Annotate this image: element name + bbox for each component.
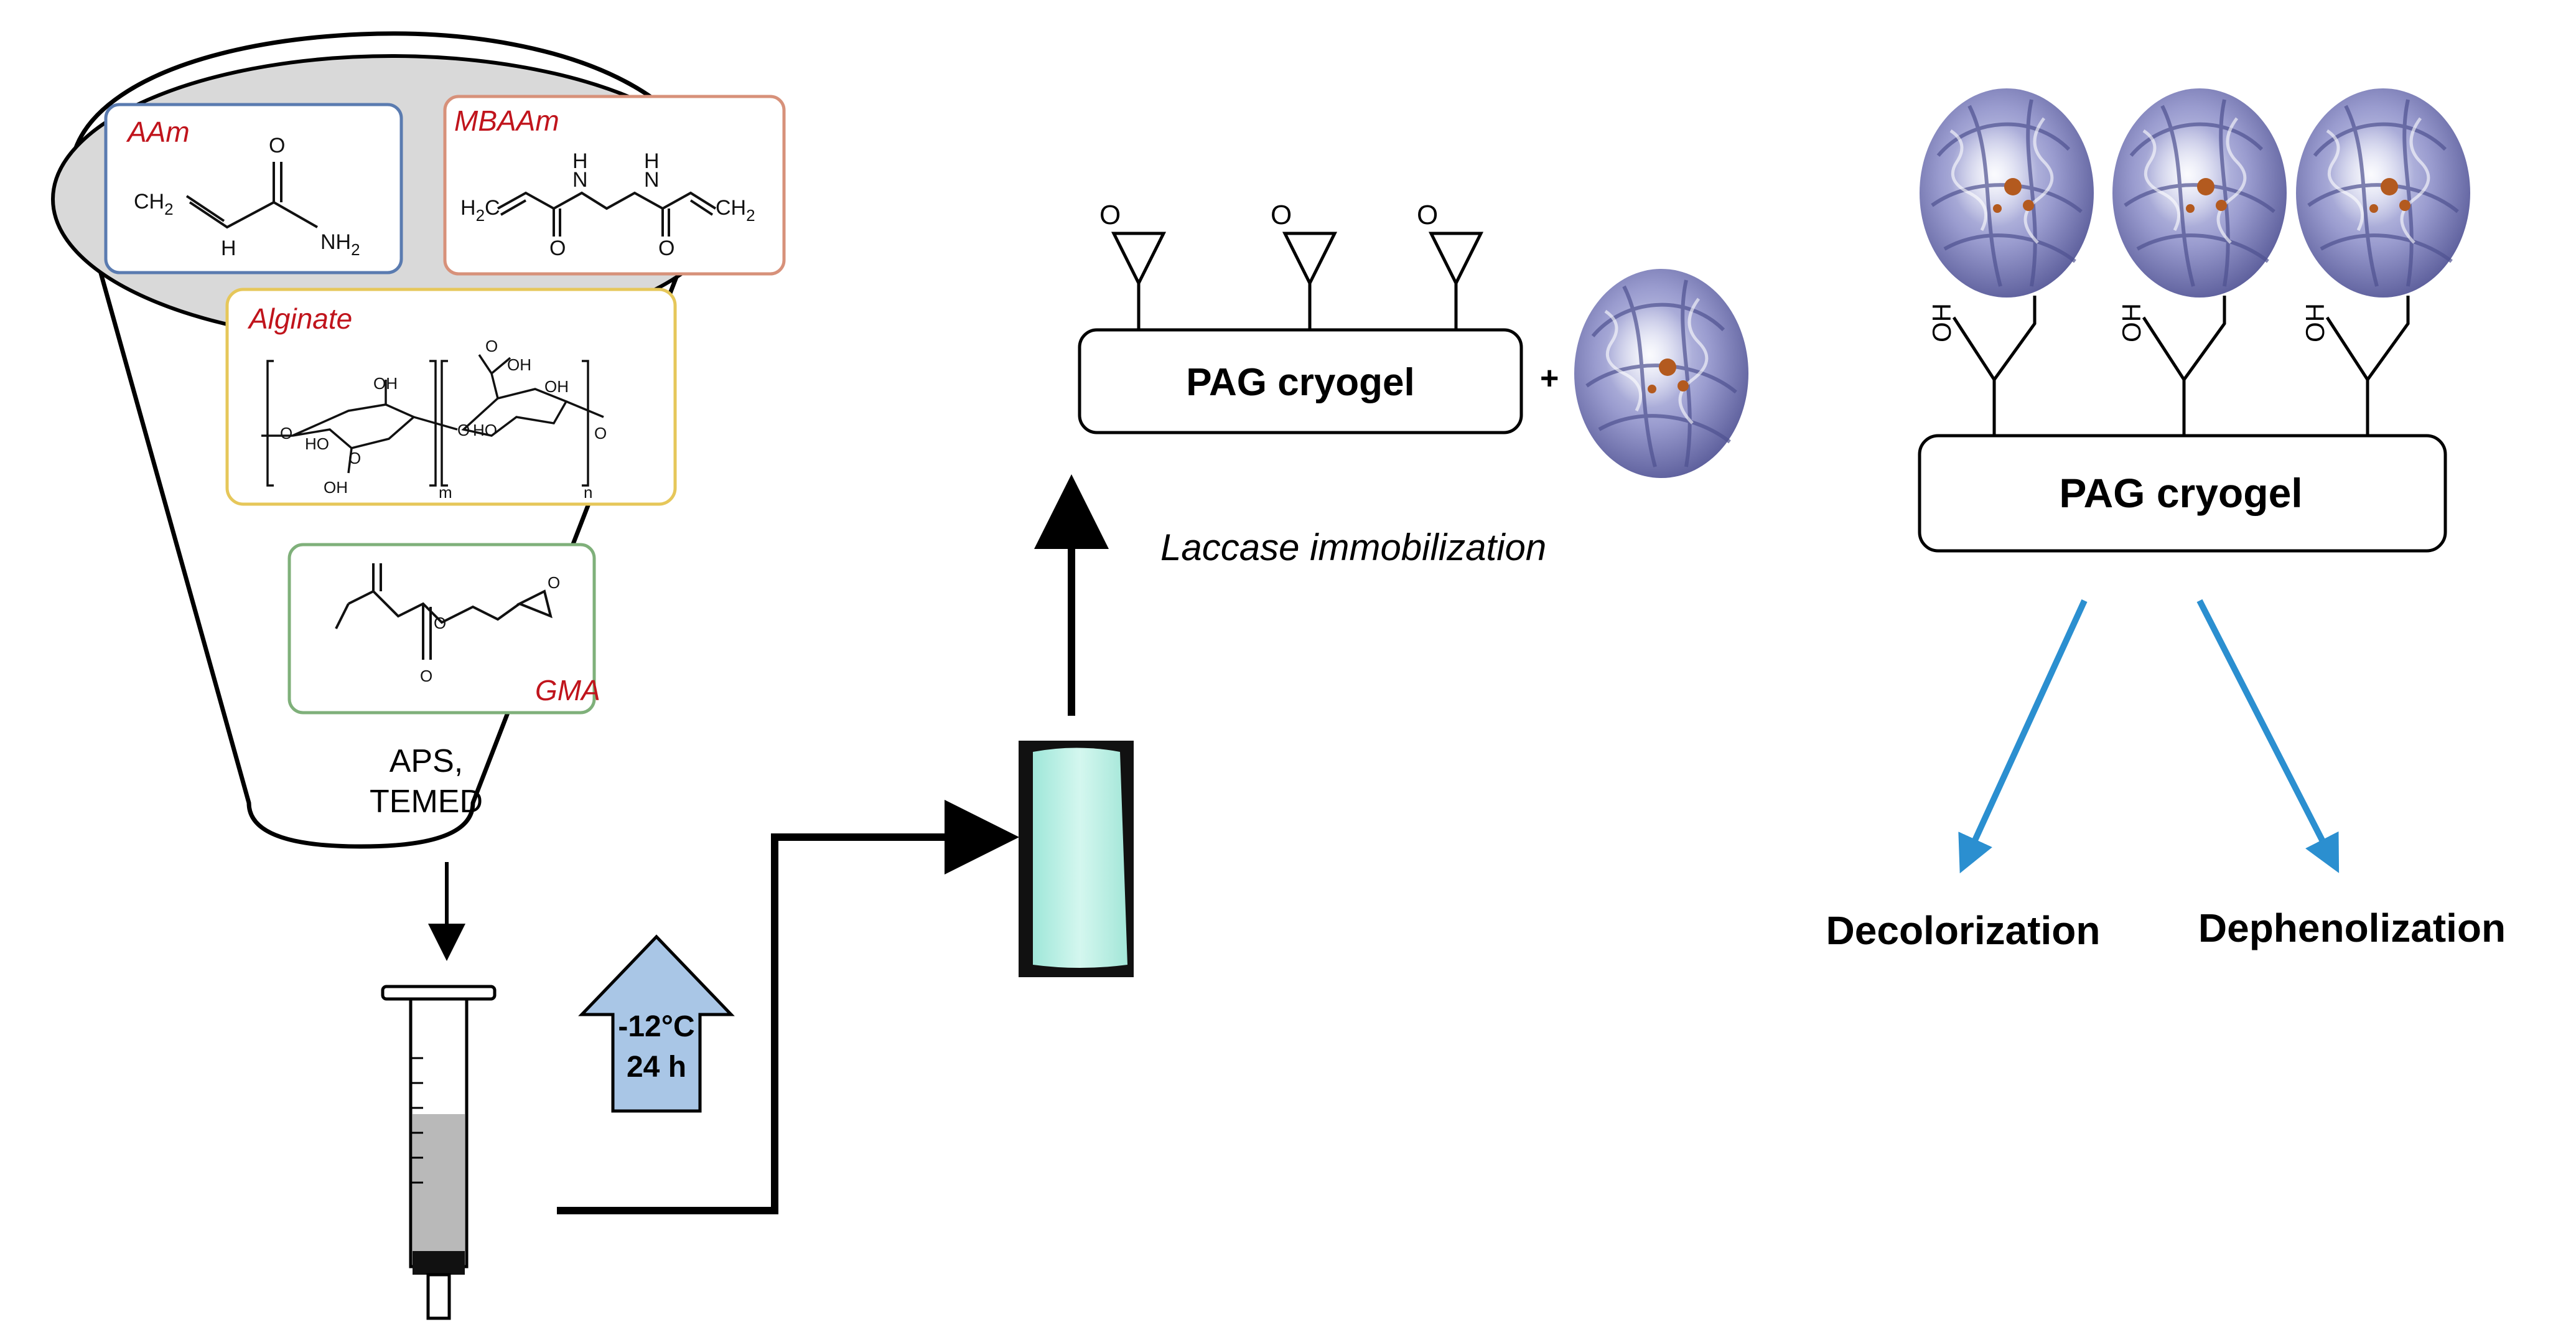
alginate-o-right: O — [594, 424, 607, 443]
gma-o-epoxide: O — [548, 573, 560, 592]
application-dephenolization: Dephenolization — [2198, 906, 2506, 950]
mbaam-box: MBAAm H2C N H N H CH2 O O — [443, 95, 786, 276]
cryogel-epoxide-block — [1078, 328, 1523, 434]
mbaam-ch2: CH2 — [716, 196, 755, 225]
gma-o2: O — [420, 667, 432, 685]
alginate-structure — [261, 354, 604, 487]
mbaam-h1: H — [572, 149, 588, 173]
linker-groups — [1952, 296, 2410, 436]
hydroxyl-3: OH — [2300, 303, 2330, 342]
alginate-oh2: OH — [544, 377, 569, 396]
syringe — [381, 985, 497, 1320]
mbaam-n2: N — [644, 168, 660, 192]
cryogel-immobilized: OH OH OH PAG cryogel — [1918, 88, 2470, 553]
alginate-oh1: OH — [373, 374, 398, 393]
gma-label: GMA — [535, 674, 600, 706]
aam-border — [104, 103, 403, 274]
alginate-ho2: HO — [473, 421, 497, 439]
alginate-ho: HO — [305, 434, 329, 453]
laccase-enzyme-3 — [2296, 88, 2470, 298]
alginate-oh-bottom: OH — [324, 478, 348, 497]
dephenolization-arrow — [2196, 599, 2340, 873]
alginate-o-top: O — [485, 337, 498, 355]
freezing-condition-arrow: -12°C 24 h — [578, 934, 735, 1113]
immobilization-label: Laccase immobilization — [1160, 527, 1546, 568]
aam-structure — [185, 162, 318, 229]
alginate-o-left: O — [280, 424, 292, 443]
aam-h: H — [221, 237, 236, 260]
hydroxyl-2: OH — [2117, 303, 2146, 342]
condition-temp: -12°C — [618, 1010, 694, 1043]
aam-o: O — [269, 134, 285, 157]
aam-ch2: CH2 — [134, 190, 174, 218]
epoxide-o-1: O — [1099, 200, 1121, 230]
aam-label: AAm — [126, 116, 190, 148]
to-cryogel-arrow — [557, 800, 1019, 1214]
cryogel-epoxide-label: PAG cryogel — [1186, 361, 1415, 404]
cryogel-epoxide: PAG cryogel O O O — [1078, 200, 1523, 434]
alginate-oh-top2: OH — [507, 355, 531, 374]
mbaam-o1: O — [549, 237, 566, 260]
gma-box: O O O GMA — [287, 543, 600, 715]
epoxide-o-2: O — [1271, 200, 1292, 230]
alginate-m: m — [439, 483, 452, 502]
aam-box: AAm CH2 O H NH2 — [104, 103, 403, 274]
laccase-enzyme-1 — [1920, 88, 2094, 298]
laccase-enzyme-2 — [2112, 88, 2287, 298]
alginate-box: Alginate OH HO O OH m O O O OH O OH HO n — [225, 288, 677, 506]
mbaam-label: MBAAm — [454, 105, 559, 137]
mbaam-h2c: H2C — [460, 196, 500, 225]
gma-structure — [335, 563, 553, 660]
alginate-o-mid: O — [457, 421, 470, 439]
alginate-label: Alginate — [247, 302, 352, 335]
application-decolorization: Decolorization — [1826, 908, 2101, 953]
alginate-border — [225, 288, 677, 506]
syringe-plunger — [413, 1251, 465, 1275]
alginate-n: n — [584, 483, 592, 502]
gma-o1: O — [434, 614, 446, 632]
plus-sign: + — [1540, 360, 1559, 396]
laccase-enzyme-free — [1574, 269, 1748, 478]
mbaam-h2: H — [644, 149, 660, 173]
cryogel-immobilized-label: PAG cryogel — [2059, 470, 2302, 516]
mbaam-n1: N — [572, 168, 588, 192]
condition-time: 24 h — [627, 1051, 686, 1084]
hydroxyl-1: OH — [1927, 303, 1956, 342]
initiator-line2: TEMED — [370, 784, 483, 820]
cryogel-immobilized-block — [1918, 434, 2447, 553]
alginate-o-mid-left: O — [348, 449, 361, 467]
decolorization-arrow — [1958, 599, 2088, 874]
epoxide-groups — [1111, 232, 1484, 330]
initiator-line1: APS, — [390, 743, 464, 779]
mbaam-structure — [497, 191, 717, 237]
mbaam-o2: O — [658, 237, 674, 260]
gma-border — [287, 543, 596, 715]
cryogel-photo — [1019, 741, 1134, 977]
mbaam-border — [443, 95, 786, 276]
aam-nh2: NH2 — [320, 230, 360, 259]
epoxide-o-3: O — [1417, 200, 1438, 230]
